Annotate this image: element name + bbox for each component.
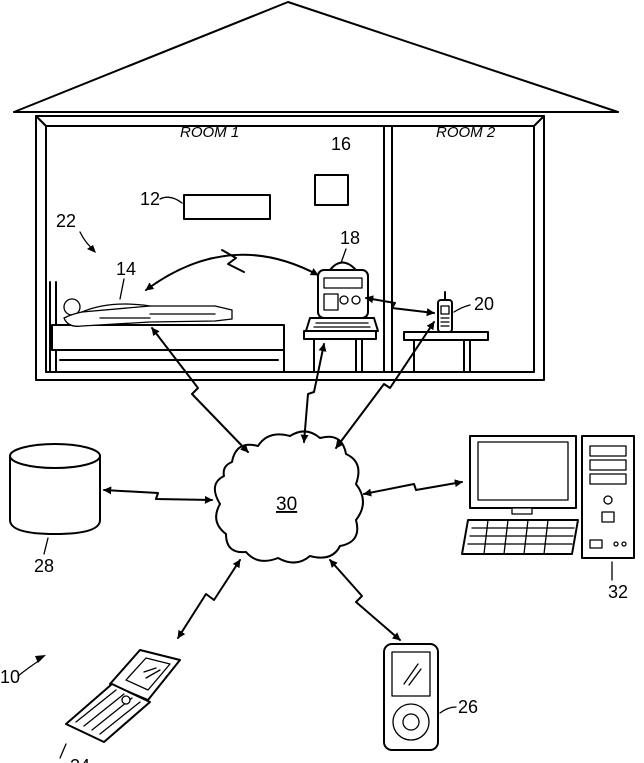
ref-26: 26 (458, 697, 478, 717)
ref-14: 14 (116, 259, 136, 279)
cordless-phone: 20 (438, 292, 494, 332)
ref-24: 24 (70, 756, 90, 763)
link-db-cloud (104, 490, 212, 500)
monitor-device: 18 (306, 228, 378, 331)
room-1-label: ROOM 1 (180, 124, 239, 141)
bed (50, 282, 284, 372)
link-player-cloud (330, 560, 400, 640)
link-flipphone-cloud (178, 560, 240, 638)
link-computer-cloud (364, 482, 462, 494)
ref-32: 32 (608, 582, 628, 602)
link-monitor-phone (366, 298, 434, 313)
wall-display (184, 195, 270, 219)
network-label: 30 (276, 494, 297, 515)
media-player (384, 644, 438, 750)
phone-table (404, 332, 488, 372)
ref-16: 16 (331, 134, 351, 154)
ref-20: 20 (474, 294, 494, 314)
ref-10: 10 (0, 667, 20, 687)
ref-12: 12 (140, 189, 160, 209)
monitor-table (304, 331, 376, 372)
desktop-computer (462, 436, 634, 558)
flip-phone (66, 650, 180, 742)
room-2-label: ROOM 2 (436, 124, 496, 141)
ref-18: 18 (340, 228, 360, 248)
wall-device (315, 175, 348, 205)
ref-22: 22 (56, 211, 76, 231)
database-cylinder (10, 444, 100, 534)
patient: 14 (64, 259, 232, 326)
ref-28: 28 (34, 556, 54, 576)
